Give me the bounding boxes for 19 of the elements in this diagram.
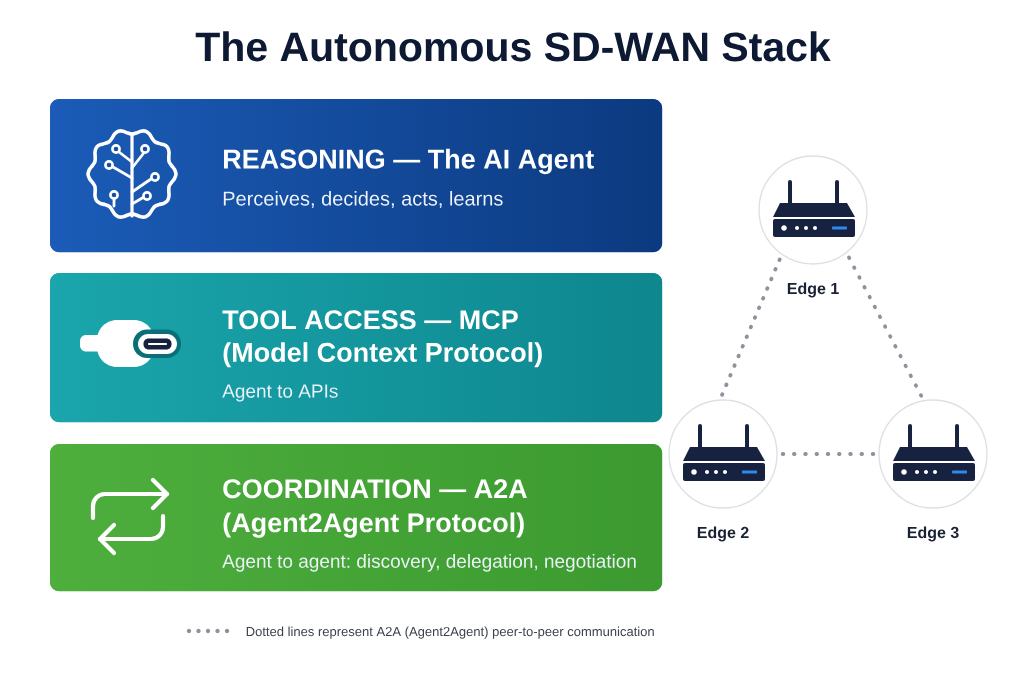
- legend-text: Dotted lines represent A2A (Agent2Agent) peer-to-peer communication: [246, 626, 654, 639]
- node-label: Edge 1: [787, 282, 839, 298]
- description-text: Agent to APIs: [222, 384, 338, 402]
- heading-text: REASONING — The AI Agent: [224, 148, 594, 175]
- dotted-connector: [847, 255, 924, 398]
- layer-box: [50, 99, 663, 253]
- heading-text: (Model Context Protocol): [223, 342, 542, 368]
- heading-text: (Agent2Agent Protocol): [223, 512, 524, 538]
- dotted-connector: [720, 257, 782, 397]
- description-text: Perceives, decides, acts, learns: [223, 191, 503, 209]
- title: The Autonomous SD-WAN Stack: [195, 31, 831, 62]
- dotted-connector: [780, 452, 876, 456]
- layer-box: [50, 444, 663, 592]
- heading-text: TOOL ACCESS — MCP: [222, 310, 518, 330]
- layer-box: [50, 273, 663, 423]
- heading-text: COORDINATION — A2A: [223, 479, 527, 499]
- node-label: Edge 3: [907, 526, 959, 542]
- description-text: Agent to agent: discovery, delegation, negotiation: [222, 553, 636, 572]
- node-label: Edge 2: [697, 526, 749, 542]
